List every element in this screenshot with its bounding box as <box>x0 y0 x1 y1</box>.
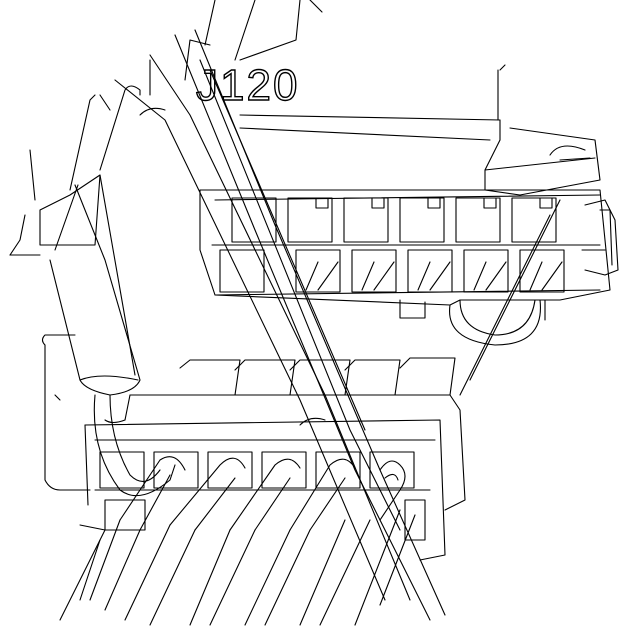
lower-connector <box>41 334 466 561</box>
upper-connector <box>199 189 619 346</box>
main-cables <box>114 29 446 621</box>
upper-housing <box>149 0 601 196</box>
left-bracket <box>9 94 111 256</box>
upper-row-cavities <box>231 197 557 243</box>
connector-label: J120 <box>196 61 299 110</box>
lower-connector-cavities <box>99 451 426 541</box>
lower-row-cavities <box>219 249 565 293</box>
wire-bundle <box>59 394 416 626</box>
right-wire <box>459 199 561 396</box>
